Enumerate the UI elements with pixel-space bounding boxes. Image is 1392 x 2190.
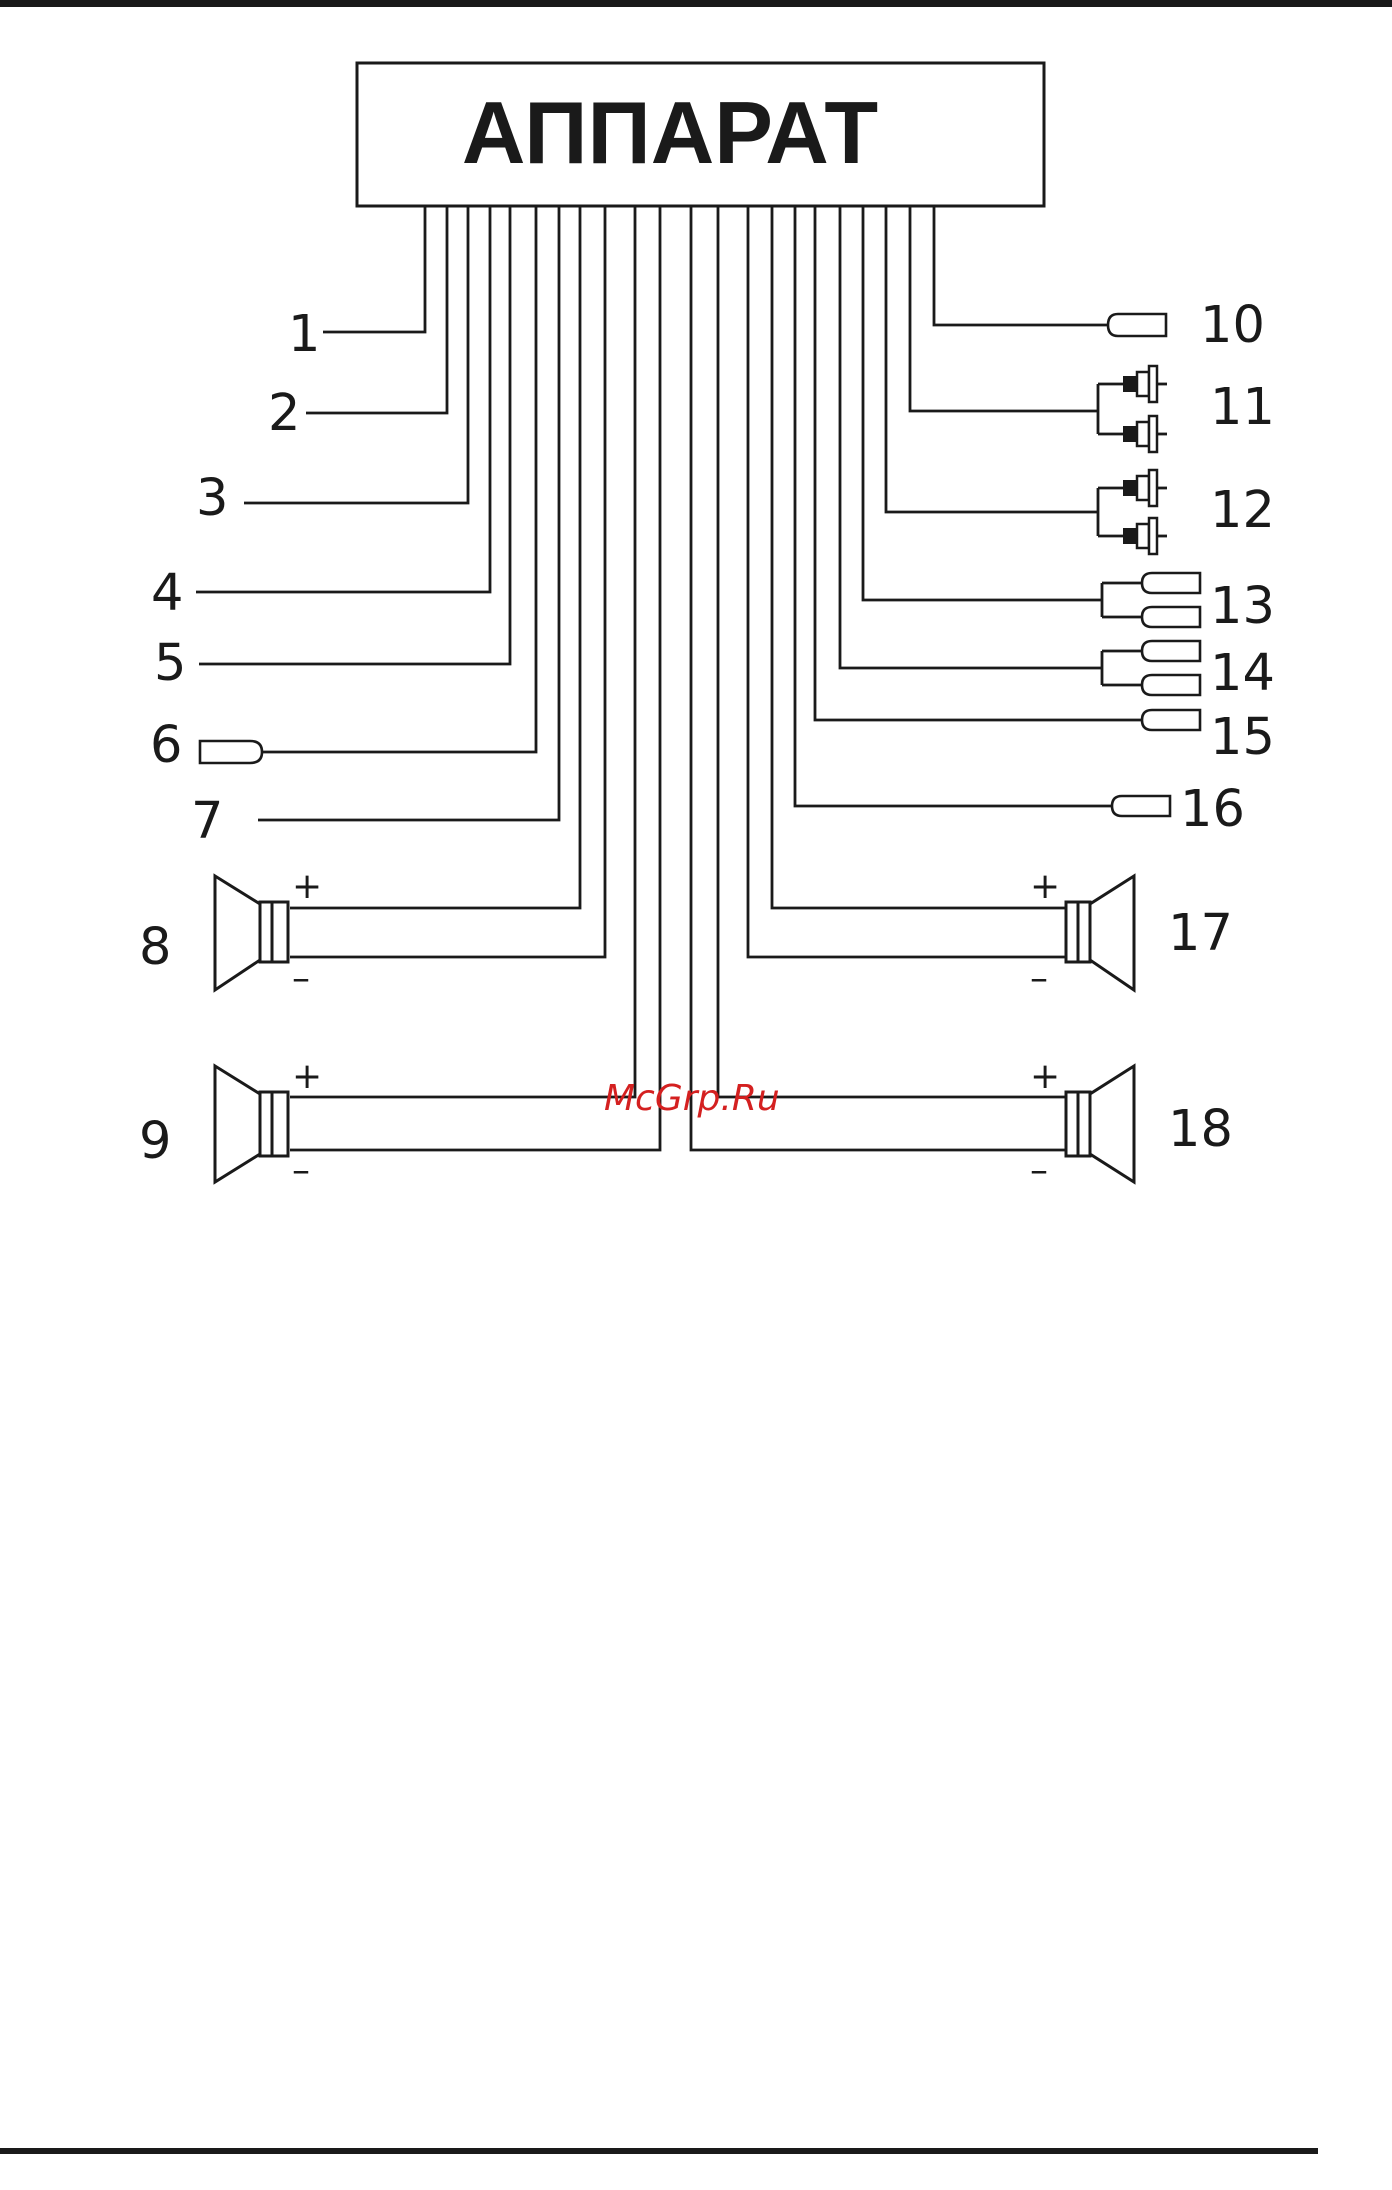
speaker-17-icon: [1066, 876, 1134, 990]
label-4: 4: [151, 564, 183, 623]
plus-8: +: [292, 866, 322, 907]
label-5: 5: [154, 634, 186, 693]
label-16: 16: [1180, 780, 1245, 839]
rca-12b-icon: [1123, 518, 1167, 554]
connector-14a-icon: [1142, 641, 1200, 661]
connector-14b-icon: [1142, 675, 1200, 695]
plus-18: +: [1030, 1056, 1060, 1097]
label-3: 3: [196, 469, 228, 528]
head-unit-box: АППАРАТ: [357, 63, 1044, 206]
label-12: 12: [1210, 481, 1275, 540]
minus-9: –: [292, 1150, 310, 1191]
speaker-8-icon: [215, 876, 288, 990]
plus-17: +: [1030, 866, 1060, 907]
label-8: 8: [139, 918, 171, 977]
rca-11a-icon: [1123, 366, 1167, 402]
wire-10: [934, 206, 1166, 336]
connector-10-icon: [1108, 314, 1166, 336]
label-15: 15: [1210, 708, 1275, 767]
wire-6: [200, 206, 536, 763]
connector-6-icon: [200, 741, 262, 763]
connector-13b-icon: [1142, 607, 1200, 627]
rca-12a-icon: [1123, 470, 1167, 506]
wire-1: [323, 206, 425, 332]
label-6: 6: [150, 716, 182, 775]
plus-9: +: [292, 1056, 322, 1097]
watermark: McGrp.Ru: [604, 1078, 780, 1119]
connector-16-icon: [1112, 796, 1170, 816]
bottom-rule: [0, 2148, 1318, 2154]
top-rule: [0, 0, 1392, 7]
minus-8: –: [292, 958, 310, 999]
label-2: 2: [268, 384, 300, 443]
label-10: 10: [1200, 296, 1265, 355]
minus-18: –: [1030, 1150, 1048, 1191]
head-unit-title: АППАРАТ: [462, 83, 878, 182]
label-13: 13: [1210, 577, 1275, 636]
label-11: 11: [1210, 378, 1275, 437]
rca-11b-icon: [1123, 416, 1167, 452]
label-14: 14: [1210, 644, 1275, 703]
speaker-18-icon: [1066, 1066, 1134, 1182]
label-7: 7: [191, 792, 223, 851]
label-9: 9: [139, 1112, 171, 1171]
connector-15-icon: [1142, 710, 1200, 730]
label-1: 1: [288, 305, 320, 364]
wire-3: [244, 206, 468, 503]
wire-5: [199, 206, 510, 664]
minus-17: –: [1030, 958, 1048, 999]
label-18: 18: [1168, 1100, 1233, 1159]
connector-13a-icon: [1142, 573, 1200, 593]
speaker-9-icon: [215, 1066, 288, 1182]
wire-7: [258, 206, 559, 820]
label-17: 17: [1168, 904, 1233, 963]
